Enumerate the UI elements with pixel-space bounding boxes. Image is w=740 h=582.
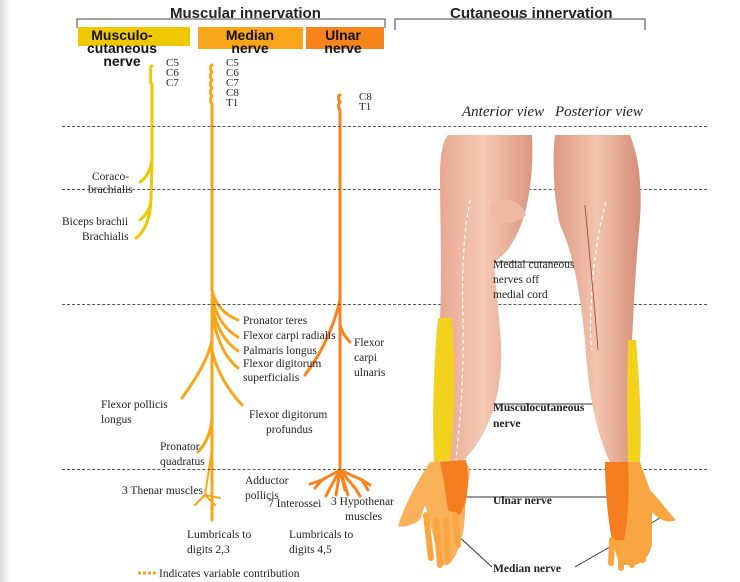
lumbricals-23-label-1: Lumbricals to bbox=[187, 529, 252, 541]
ulnar-nerve-lines bbox=[303, 93, 372, 498]
anterior-arm bbox=[398, 135, 533, 568]
lumbricals-45-label-2: digits 4,5 bbox=[289, 544, 332, 556]
separator-line bbox=[62, 304, 707, 305]
lumbricals-23-label-2: digits 2,3 bbox=[187, 544, 230, 556]
separator-line bbox=[62, 189, 707, 190]
root-label: C7 bbox=[226, 77, 239, 89]
muscular-innervation-header: Muscular innervation bbox=[170, 5, 321, 22]
hypothenar-muscles-label-1: 3 Hypothenar bbox=[331, 496, 394, 508]
ulnar-nerve-title: Ulnar nerve bbox=[324, 27, 362, 56]
flexor-digitorum-superficialis-label-2: superficialis bbox=[243, 372, 300, 384]
pronator-quadratus-label-2: quadratus bbox=[160, 456, 205, 468]
biceps-brachii-label: Biceps brachii bbox=[62, 216, 129, 228]
flexor-pollicis-longus-label-2: longus bbox=[101, 414, 132, 426]
palmaris-longus-label: Palmaris longus bbox=[243, 345, 317, 357]
pronator-quadratus-label-1: Pronator bbox=[160, 441, 200, 453]
musculocutaneous-nerve-label-1: Musculocutaneous bbox=[493, 402, 585, 414]
medial-cutaneous-label-3: medial cord bbox=[493, 289, 548, 301]
pronator-teres-label: Pronator teres bbox=[243, 315, 308, 327]
flexor-carpi-ulnaris-label-2: carpi bbox=[354, 352, 377, 364]
adductor-pollicis-label-2: pollicis bbox=[245, 490, 279, 502]
musculocutaneous-nerve-box bbox=[78, 27, 190, 46]
adductor-pollicis-label-1: Adductor bbox=[245, 475, 289, 487]
root-label: T1 bbox=[226, 97, 239, 109]
median-nerve-label: Median nerve bbox=[493, 563, 562, 575]
thenar-muscles-label: 3 Thenar muscles bbox=[122, 485, 203, 497]
ulnar-nerve-label: Ulnar nerve bbox=[493, 495, 552, 507]
flexor-carpi-ulnaris-label-3: ulnaris bbox=[354, 367, 386, 379]
ulnar-area-anterior bbox=[440, 460, 468, 515]
separator-line bbox=[62, 469, 707, 470]
lumbricals-45-label-1: Lumbricals to bbox=[289, 529, 354, 541]
root-label: C6 bbox=[226, 67, 239, 79]
cutaneous-innervation-header: Cutaneous innervation bbox=[450, 5, 613, 22]
musculocutaneous-nerve-title: Musculo- cutaneous nerve bbox=[86, 27, 157, 69]
median-nerve-title: Median nerve bbox=[225, 27, 275, 56]
flexor-digitorum-profundus-label-1: Flexor digitorum bbox=[249, 409, 328, 421]
flexor-digitorum-profundus-label-2: profundus bbox=[266, 424, 313, 436]
median-nerve-box bbox=[198, 27, 303, 49]
brachialis-label: Brachialis bbox=[82, 231, 129, 243]
coracobrachialis-label-1: Coraco- bbox=[92, 171, 130, 183]
coracobrachialis-label-2: brachialis bbox=[88, 184, 133, 196]
flexor-carpi-radialis-label: Flexor carpi radialis bbox=[243, 330, 336, 342]
flexor-pollicis-longus-label-1: Flexor pollicis bbox=[101, 399, 168, 411]
flexor-carpi-ulnaris-label-1: Flexor bbox=[354, 337, 385, 349]
medial-cutaneous-label-1: Medial cutaneous bbox=[493, 259, 575, 271]
posterior-view-label: Posterior view bbox=[555, 104, 643, 120]
root-label: C8 bbox=[226, 87, 239, 99]
posterior-arm bbox=[553, 135, 676, 571]
root-label: T1 bbox=[359, 101, 372, 113]
ulnar-area-posterior bbox=[605, 462, 629, 540]
variable-contribution-legend: Indicates variable contribution bbox=[159, 568, 300, 580]
musculocutaneous-nerve-label-2: nerve bbox=[493, 418, 521, 430]
musculocutaneous-area-anterior bbox=[433, 318, 455, 462]
anterior-view-label: Anterior view bbox=[462, 104, 545, 120]
interossei-label: 7 Interossei bbox=[268, 498, 322, 510]
medial-cutaneous-label-2: nerves off bbox=[493, 274, 540, 286]
page-edge-shadow bbox=[0, 0, 10, 582]
root-label: C6 bbox=[166, 67, 179, 79]
root-label: C5 bbox=[166, 57, 179, 69]
flexor-digitorum-superficialis-label-1: Flexor digitorum bbox=[243, 358, 322, 370]
musculocutaneous-area-posterior bbox=[627, 340, 641, 462]
root-label: C8 bbox=[359, 91, 372, 103]
ulnar-nerve-box bbox=[306, 27, 384, 49]
hypothenar-muscles-label-2: muscles bbox=[345, 511, 383, 523]
root-label: C5 bbox=[226, 57, 239, 69]
median-nerve-lines bbox=[180, 63, 244, 522]
musculocutaneous-nerve-lines bbox=[134, 64, 154, 240]
root-label: C7 bbox=[166, 77, 179, 89]
separator-line bbox=[62, 126, 707, 127]
